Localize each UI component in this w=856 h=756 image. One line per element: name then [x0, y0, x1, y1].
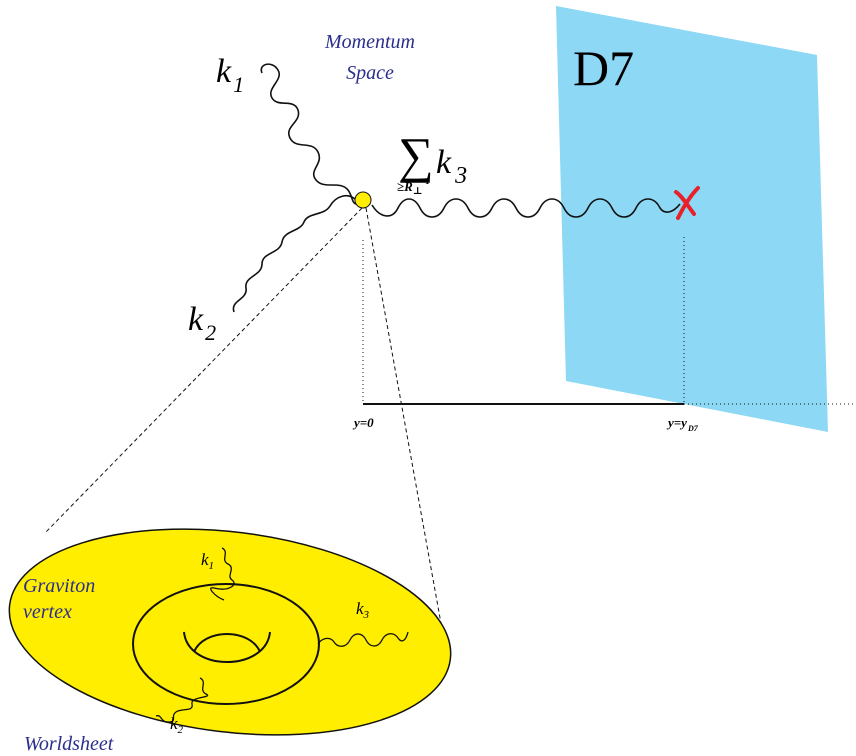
k1-label: k1 [216, 53, 244, 97]
sum-perp: ⊥ [413, 186, 423, 197]
projection-line-right [365, 207, 445, 641]
graviton-line-k3 [371, 198, 681, 218]
y0-label: y=0 [352, 415, 374, 430]
sum-lower-bound: ≥R [397, 179, 413, 194]
worldsheet-label: Worldsheet [24, 733, 114, 755]
graviton-line-k1 [260, 63, 361, 206]
k3-subscript: 3 [454, 163, 467, 189]
sum-lower-limit: ≥R⊥-1 [397, 176, 430, 197]
ws-k3-letter: k [356, 599, 364, 618]
momentum-space-label-line2: Space [346, 62, 394, 84]
k1-subscript: 1 [233, 72, 244, 97]
sum-exponent: -1 [422, 176, 430, 186]
ws-k2-letter: k [170, 714, 178, 733]
ws-k1-label: k1 [201, 550, 214, 572]
ws-k1-subscript: 1 [209, 560, 215, 572]
torus-hole-upper [193, 633, 261, 653]
ws-k2-subscript: 2 [178, 724, 184, 736]
sum-symbol: ∑ [398, 127, 434, 183]
projection-line-left [44, 207, 363, 534]
worldsheet-ellipse [8, 528, 452, 736]
k1-letter: k [216, 53, 232, 90]
graviton-vertex-dot [354, 191, 372, 209]
torus-hole-lower [183, 631, 271, 663]
ws-k3-subscript: 3 [363, 609, 370, 621]
k2-label: k2 [188, 301, 216, 345]
d7-label: D7 [573, 40, 634, 96]
yd7-subscript: D7 [687, 424, 699, 433]
ws-graviton-k3 [317, 631, 409, 647]
k3-letter: k [436, 144, 452, 181]
ws-graviton-k1 [210, 547, 235, 601]
yd7-main: y=y [666, 415, 687, 430]
ws-graviton-k2 [155, 677, 209, 723]
k2-letter: k [188, 301, 204, 338]
graviton-line-k2 [232, 194, 357, 313]
graviton-label-line1: Graviton [23, 575, 95, 597]
k2-subscript: 2 [205, 320, 216, 345]
yd7-label: y=yD7 [666, 415, 699, 433]
graviton-label-line2: vertex [23, 601, 72, 623]
ws-k2-label: k2 [170, 714, 184, 736]
d7-brane [556, 6, 828, 432]
ws-k3-label: k3 [356, 599, 370, 621]
torus-outer [132, 583, 320, 705]
ws-k1-letter: k [201, 550, 209, 569]
momentum-space-label-line1: Momentum [324, 31, 415, 53]
x-marker-icon [674, 186, 700, 220]
